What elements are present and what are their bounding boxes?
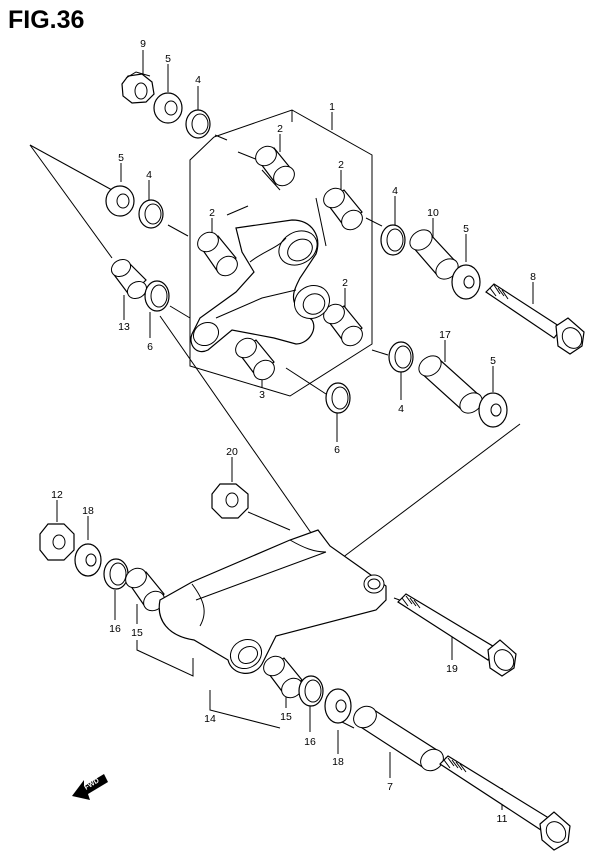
lever-assembly-outline (189, 109, 373, 397)
part-13-spacer (110, 258, 148, 300)
part-5-washer-top (153, 92, 183, 124)
callout-2: 2 (209, 207, 215, 219)
part-6-seal-right (325, 382, 351, 414)
part-19-bolt (397, 593, 517, 677)
part-12-nut (39, 523, 75, 561)
callout-8: 8 (530, 271, 536, 283)
callout-5: 5 (463, 223, 469, 235)
part-5-washer-right-b (478, 392, 508, 428)
part-2-bearing-b (323, 187, 363, 231)
part-4-seal-right-a (380, 224, 406, 256)
callout-3: 3 (259, 389, 265, 401)
part-2-bearing-d (323, 303, 363, 347)
callout-5: 5 (490, 355, 496, 367)
callout-18: 18 (82, 505, 94, 517)
callout-13: 13 (118, 321, 130, 333)
part-20-nut (211, 483, 249, 519)
part-4-seal-left (138, 199, 164, 229)
part-16-seal-right (298, 675, 324, 707)
part-4-seal-right-b (388, 341, 414, 373)
figure-title: FIG.36 (8, 6, 85, 34)
callout-20: 20 (226, 446, 238, 458)
callout-7: 7 (387, 781, 393, 793)
callout-2: 2 (342, 277, 348, 289)
cushion-lever-body (190, 219, 331, 353)
part-16-seal-left (103, 558, 129, 590)
callout-5: 5 (165, 53, 171, 65)
callout-16: 16 (109, 623, 121, 635)
part-14-cushion-rod (158, 529, 387, 674)
part-17-spacer (418, 355, 483, 414)
callout-16: 16 (304, 736, 316, 748)
callout-9: 9 (140, 38, 146, 50)
part-5-washer-left (105, 185, 135, 217)
part-18-washer-right (324, 688, 352, 724)
callout-2: 2 (277, 123, 283, 135)
callout-4: 4 (398, 403, 404, 415)
callout-4: 4 (146, 169, 152, 181)
part-9-nut (121, 71, 155, 104)
part-11-bolt (439, 755, 571, 851)
part-18-washer-left (74, 543, 102, 577)
part-15-bearing-left (125, 567, 165, 612)
callout-4: 4 (392, 185, 398, 197)
callout-14: 14 (204, 713, 216, 725)
callout-labels: 9 5 4 1 2 5 4 2 2 4 10 5 8 13 6 2 17 5 3… (51, 38, 536, 825)
part-4-seal-top (185, 109, 211, 139)
part-8-bolt (485, 283, 585, 355)
callout-6: 6 (334, 444, 340, 456)
callout-6: 6 (147, 341, 153, 353)
callout-15: 15 (131, 627, 143, 639)
callout-17: 17 (439, 329, 451, 341)
part-3-bearing (235, 337, 275, 381)
callout-10: 10 (427, 207, 439, 219)
part-15-bearing-right (263, 655, 303, 699)
callout-1: 1 (329, 101, 335, 113)
part-5-washer-right-a (451, 264, 481, 300)
part-7-spacer (353, 705, 444, 772)
callout-2: 2 (338, 159, 344, 171)
part-2-bearing-a (255, 145, 295, 191)
callout-4: 4 (195, 74, 201, 86)
callout-19: 19 (446, 663, 458, 675)
part-6-seal-left (144, 280, 170, 312)
callout-15: 15 (280, 711, 292, 723)
part-10-spacer (409, 229, 459, 280)
callout-5: 5 (118, 152, 124, 164)
callout-18: 18 (332, 756, 344, 768)
callout-12: 12 (51, 489, 63, 501)
callout-11: 11 (497, 813, 508, 825)
part-2-bearing-c (197, 231, 238, 277)
fwd-arrow-icon: FWD (72, 774, 108, 800)
